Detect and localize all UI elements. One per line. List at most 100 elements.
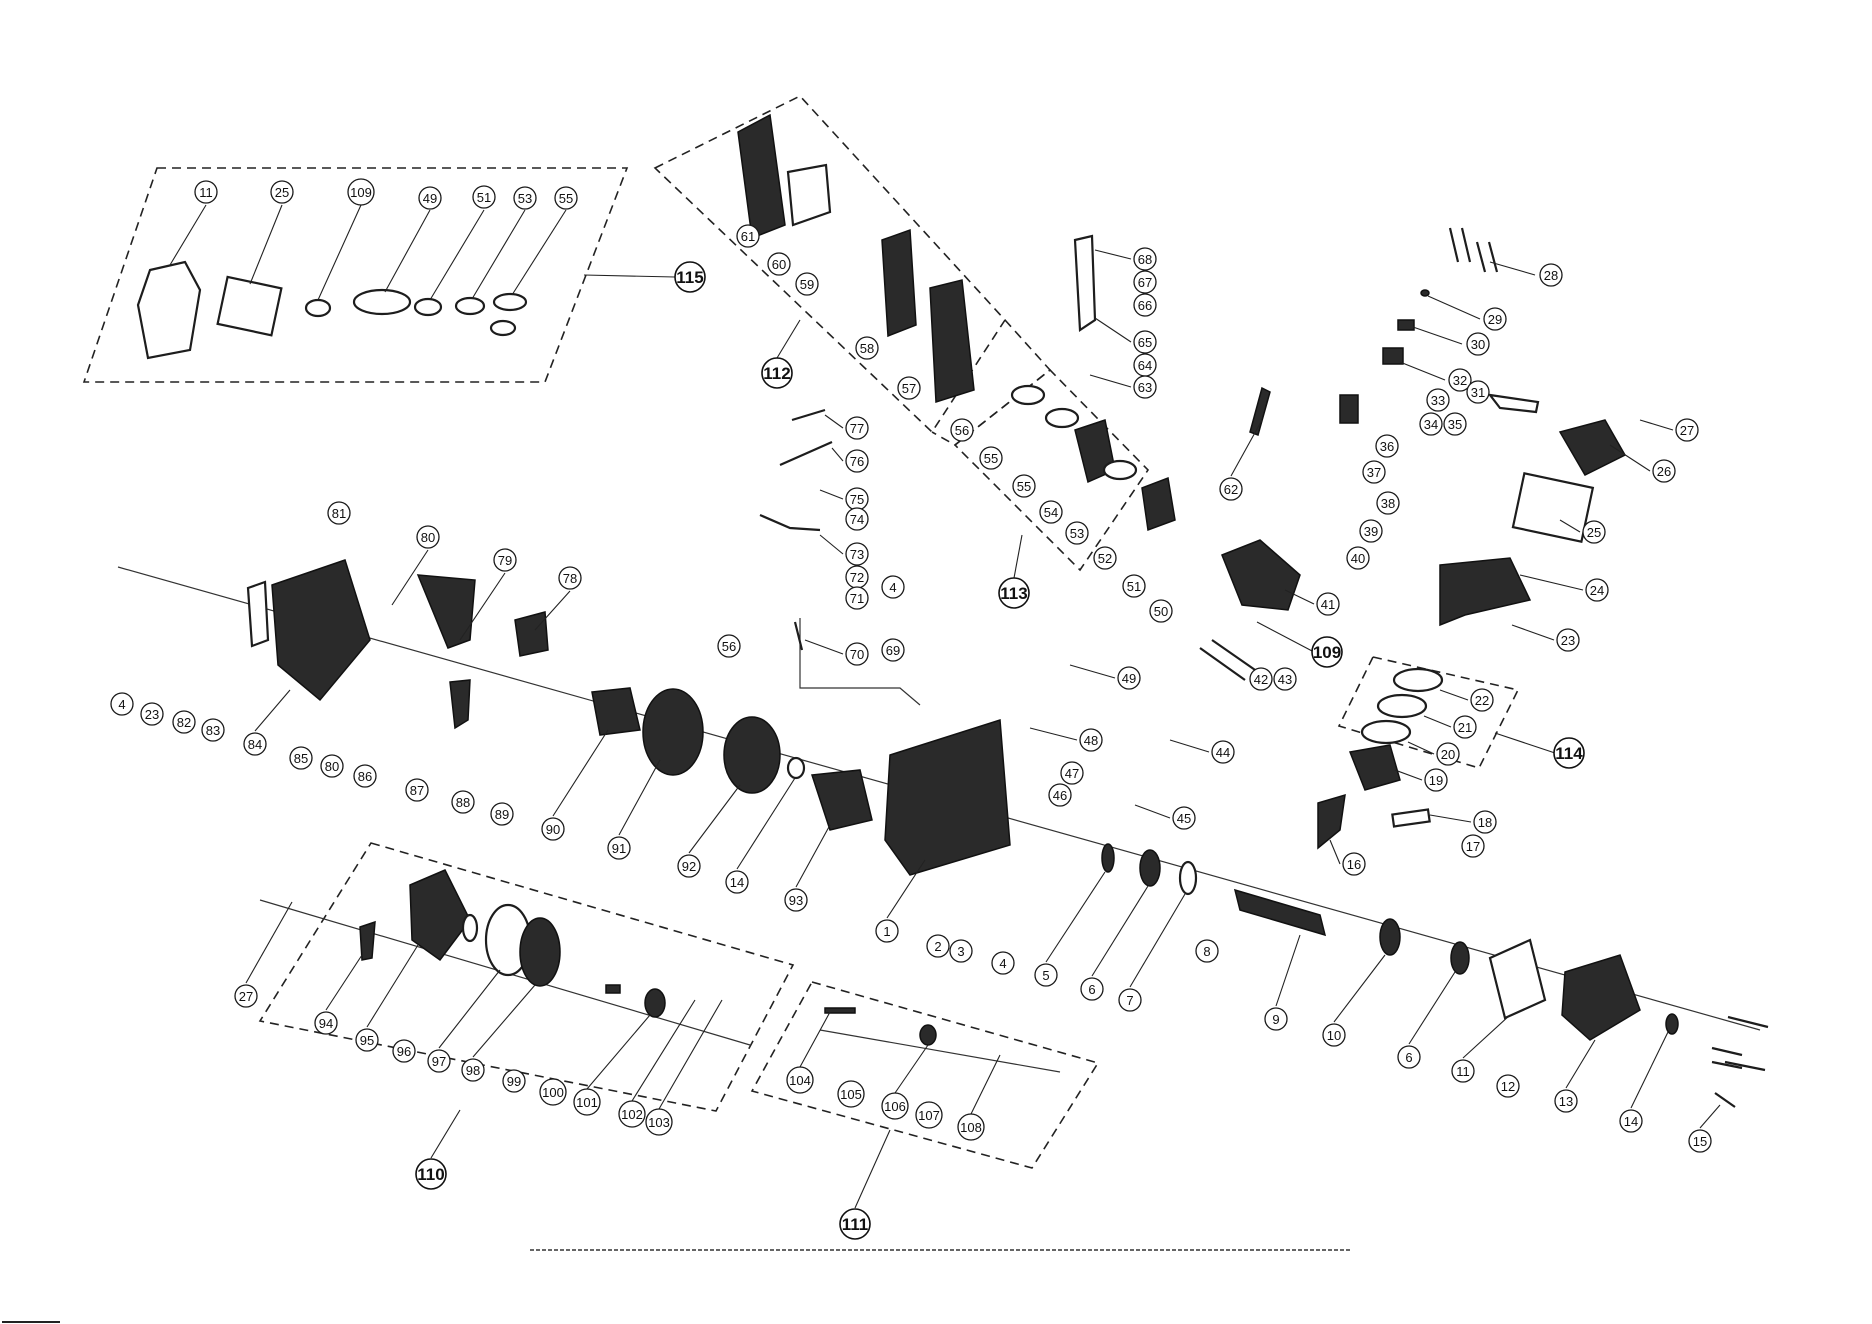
callout-circle xyxy=(554,186,578,210)
governor-linkage xyxy=(1073,234,1097,332)
stator-92 xyxy=(723,716,781,794)
bracket-87 xyxy=(449,679,471,730)
callout-c45: 45 xyxy=(1172,806,1196,830)
callout-c70: 70 xyxy=(845,642,869,666)
air-cleaner-case xyxy=(881,228,917,338)
callout-c72: 72 xyxy=(845,565,869,589)
callout-label: 25 xyxy=(275,185,289,200)
callout-c105: 105 xyxy=(837,1080,865,1108)
kit-callout-g113: 113 xyxy=(998,577,1030,609)
callout-label: 30 xyxy=(1471,337,1485,352)
callout-circle xyxy=(320,754,344,778)
callout-label: 3 xyxy=(957,944,964,959)
callout-label: 83 xyxy=(206,723,220,738)
ring-22 xyxy=(1392,667,1444,693)
callout-c61: 61 xyxy=(736,224,760,248)
kit-111-box xyxy=(750,981,1100,1169)
crankcase-cover-13 xyxy=(1561,954,1641,1041)
callout-circle xyxy=(1483,307,1507,331)
callout-c108: 108 xyxy=(957,1113,985,1141)
callout-circle xyxy=(392,1039,416,1063)
kit-callout-circle xyxy=(1553,737,1585,769)
callout-circle xyxy=(837,1080,865,1108)
callout-circle xyxy=(416,525,440,549)
callout-label: 36 xyxy=(1380,439,1394,454)
callout-label: 77 xyxy=(850,421,864,436)
callout-circle xyxy=(979,446,1003,470)
callout-label: 12 xyxy=(1501,1079,1515,1094)
callout-circle xyxy=(314,1011,338,1035)
callout-c44: 44 xyxy=(1211,740,1235,764)
callout-c95: 95 xyxy=(355,1028,379,1052)
callout-c33: 33 xyxy=(1426,388,1450,412)
callout-c28: 28 xyxy=(1539,263,1563,287)
callout-label: 1 xyxy=(883,924,890,939)
callout-circle xyxy=(677,854,701,878)
callout-circle xyxy=(243,732,267,756)
kit-callout-circle xyxy=(415,1158,447,1190)
callout-label: 84 xyxy=(248,737,262,752)
callout-circle xyxy=(1117,666,1141,690)
kit-callout-label: 115 xyxy=(676,268,703,287)
callout-label: 27 xyxy=(1680,423,1694,438)
callout-label: 107 xyxy=(918,1108,940,1123)
callout-label: 62 xyxy=(1224,482,1238,497)
callout-label: 71 xyxy=(850,591,864,606)
callout-label: 56 xyxy=(955,423,969,438)
callout-circle xyxy=(1342,852,1366,876)
gasket-51-kit xyxy=(413,297,443,317)
kit-callout-circle xyxy=(674,261,706,293)
callout-circle xyxy=(472,185,496,209)
callout-label: 51 xyxy=(477,190,491,205)
callout-c53t: 53 xyxy=(513,186,537,210)
callout-c80a: 80 xyxy=(416,525,440,549)
seal-7 xyxy=(1178,860,1198,896)
callout-label: 35 xyxy=(1448,417,1462,432)
callout-circle xyxy=(405,778,429,802)
callout-circle xyxy=(353,764,377,788)
callout-circle xyxy=(1688,1129,1712,1153)
callout-label: 63 xyxy=(1138,380,1152,395)
callout-c4c: 4 xyxy=(991,951,1015,975)
callout-c84: 84 xyxy=(243,732,267,756)
callout-label: 44 xyxy=(1216,745,1230,760)
callout-circle xyxy=(1316,592,1340,616)
callout-label: 103 xyxy=(648,1115,670,1130)
callout-c46: 46 xyxy=(1048,783,1072,807)
callout-c77: 77 xyxy=(845,416,869,440)
callout-label: 22 xyxy=(1475,693,1489,708)
callout-circle xyxy=(1461,834,1485,858)
callout-label: 14 xyxy=(730,875,744,890)
callout-circle xyxy=(1539,263,1563,287)
callout-c48: 48 xyxy=(1079,728,1103,752)
callout-c58: 58 xyxy=(855,336,879,360)
callout-label: 38 xyxy=(1381,496,1395,511)
kit-callout-circle xyxy=(839,1208,871,1240)
callout-circle xyxy=(1133,330,1157,354)
callout-circle xyxy=(1273,667,1297,691)
callout-c62: 62 xyxy=(1219,477,1243,501)
callout-circle xyxy=(1012,474,1036,498)
callout-label: 66 xyxy=(1138,298,1152,313)
gasket-55-carb xyxy=(1010,384,1046,406)
callout-c99: 99 xyxy=(502,1069,526,1093)
callout-circle xyxy=(1346,546,1370,570)
callout-c91: 91 xyxy=(607,836,631,860)
callout-label: 106 xyxy=(884,1099,906,1114)
callout-circle xyxy=(270,180,294,204)
callout-circle xyxy=(881,638,905,662)
callout-circle xyxy=(881,575,905,599)
callout-c97: 97 xyxy=(427,1049,451,1073)
cup-106 xyxy=(919,1024,937,1046)
kit-115-box xyxy=(82,167,629,383)
kit-callout-label: 109 xyxy=(1313,643,1341,662)
callout-label: 26 xyxy=(1657,464,1671,479)
callout-c14a: 14 xyxy=(725,870,749,894)
callout-c35: 35 xyxy=(1443,412,1467,436)
callout-circle xyxy=(1322,1023,1346,1047)
callout-c49: 49 xyxy=(1117,666,1141,690)
callout-c60: 60 xyxy=(767,252,791,276)
bearing-6a xyxy=(1139,849,1161,887)
callout-label: 9 xyxy=(1272,1012,1279,1027)
kit-callout-g114: 114 xyxy=(1553,737,1585,769)
